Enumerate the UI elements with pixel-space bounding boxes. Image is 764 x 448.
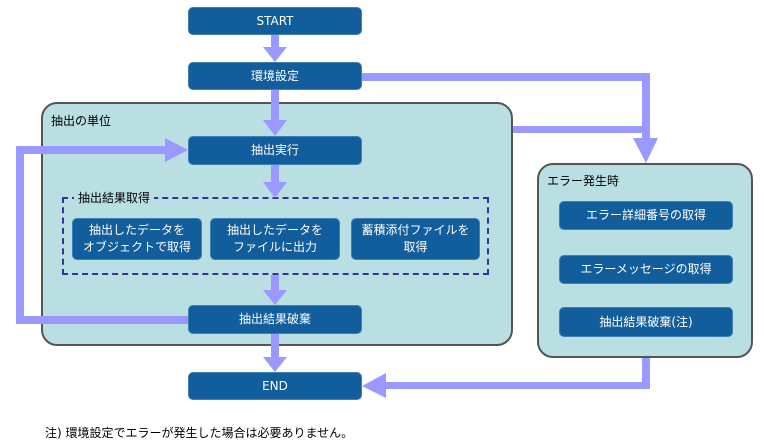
- get-error-number-node: エラー詳細番号の取得: [559, 201, 733, 230]
- get-results-label: 抽出結果取得: [74, 189, 155, 206]
- loop-vertical-line: [16, 146, 24, 324]
- discard-results-node: 抽出結果破棄: [188, 305, 362, 334]
- error-to-end-line-v: [642, 358, 650, 389]
- extract-exec-node: 抽出実行: [188, 136, 362, 165]
- env-to-error-line-h: [362, 73, 649, 81]
- get-results-group: [62, 197, 489, 275]
- arrow-start-to-env-shaft: [271, 35, 279, 48]
- error-to-end-line-h: [385, 382, 650, 389]
- get-as-object-node: 抽出したデータを オブジェクトで取得: [72, 218, 202, 260]
- arrow-discard-to-end-head: [263, 357, 287, 372]
- footnote: 注) 環境設定でエラーが発生した場合は必要ありません。: [45, 426, 354, 440]
- get-attachments-node: 蓄積添付ファイルを 取得: [351, 218, 480, 260]
- env-setup-node: 環境設定: [188, 62, 362, 90]
- arrow-to-error-head: [633, 138, 658, 163]
- end-node: END: [188, 372, 362, 400]
- discard-results-note-node: 抽出結果破棄(注): [559, 307, 733, 337]
- arrow-start-to-env-head: [263, 47, 287, 62]
- get-error-message-node: エラーメッセージの取得: [559, 255, 733, 284]
- extraction-unit-label: 抽出の単位: [51, 114, 112, 128]
- on-error-label: エラー発生時: [547, 174, 620, 188]
- error-line-v: [642, 73, 650, 139]
- output-to-file-node: 抽出したデータを ファイルに出力: [210, 218, 340, 260]
- unit-to-error-line-h: [513, 126, 649, 133]
- arrow-error-to-end-head: [362, 373, 386, 398]
- start-node: START: [188, 7, 362, 35]
